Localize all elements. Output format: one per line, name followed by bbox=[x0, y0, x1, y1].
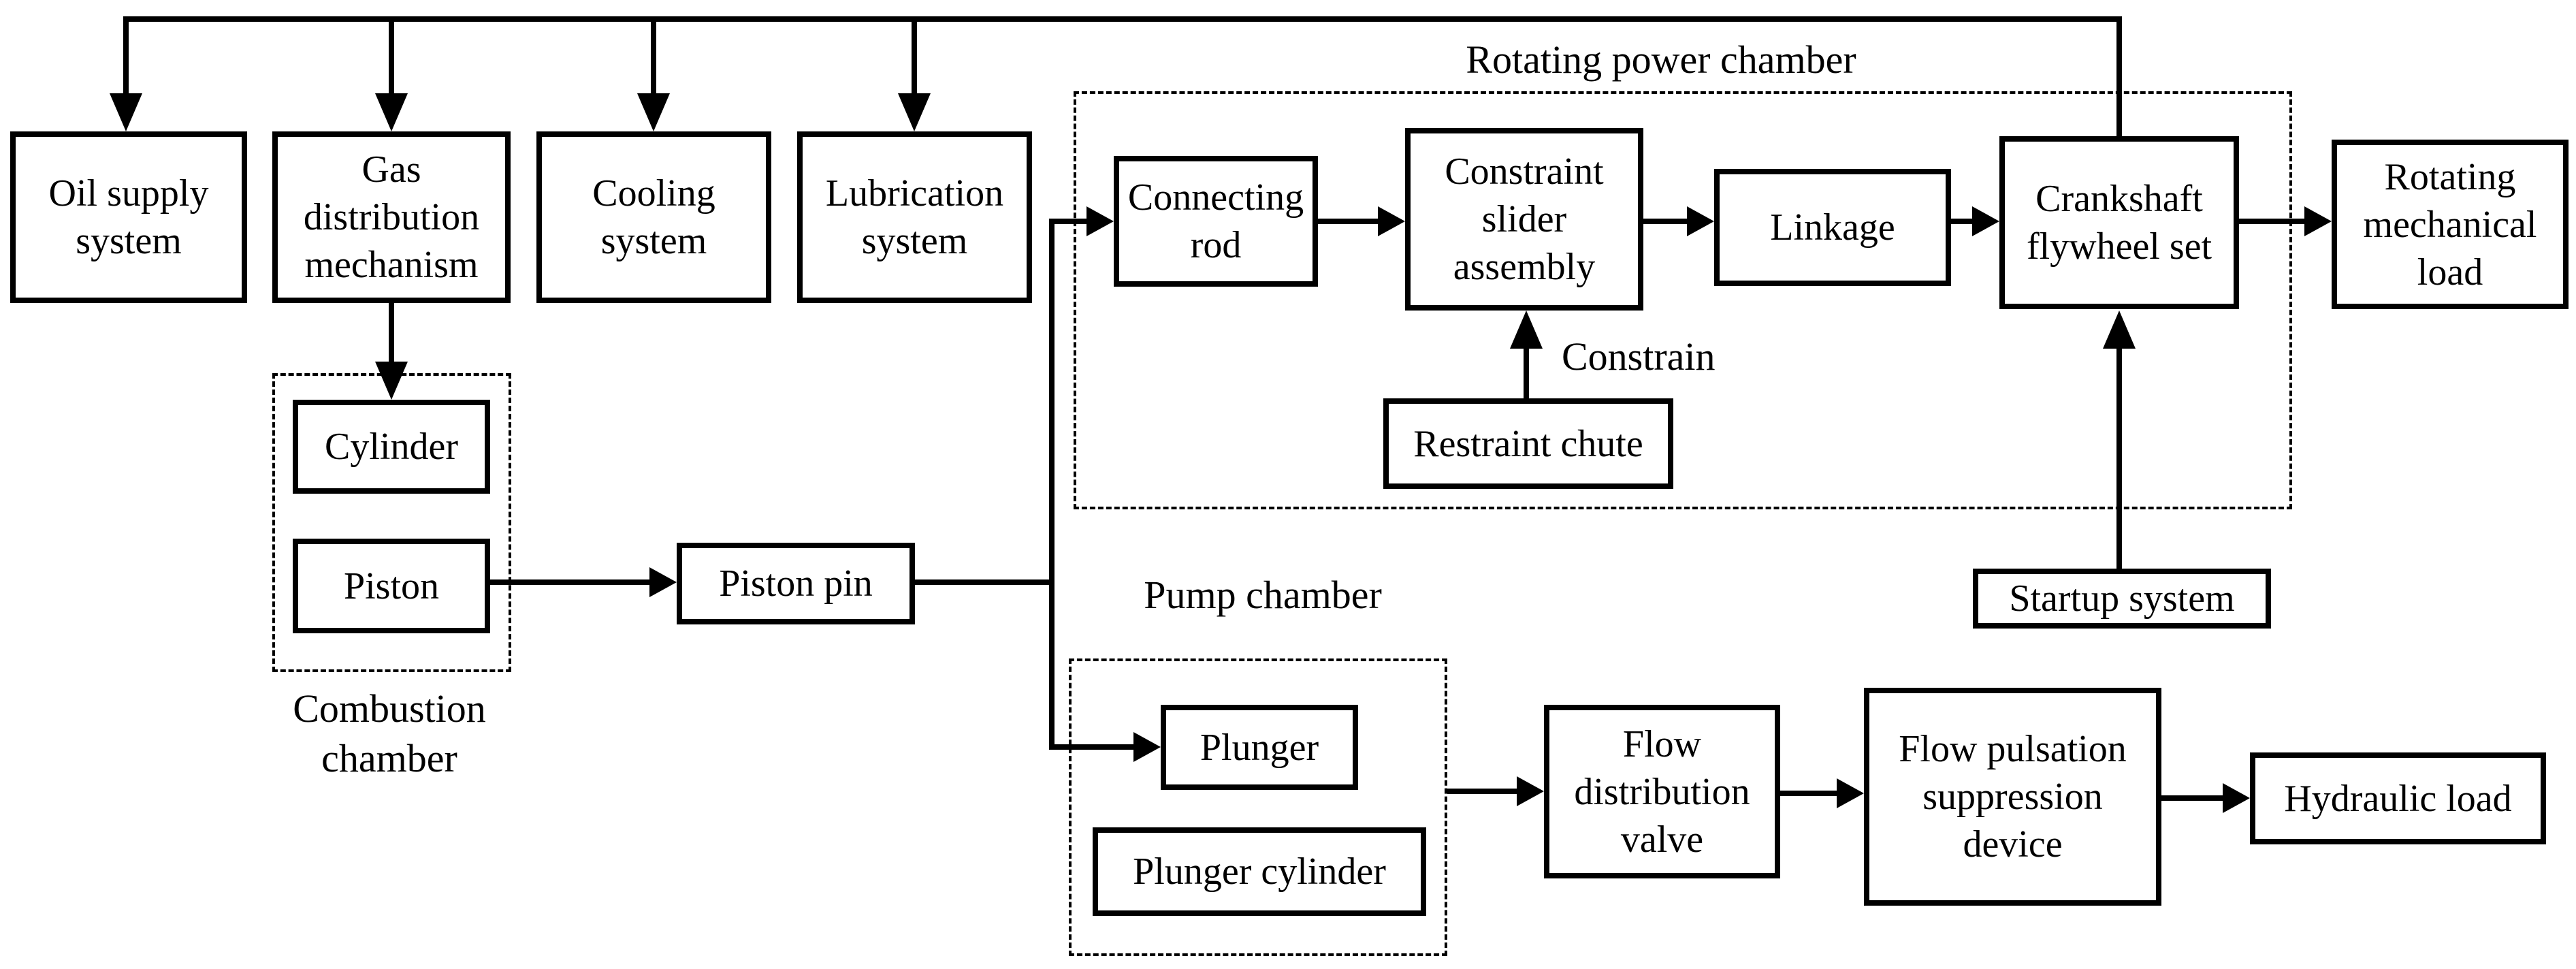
arrowhead-into-rotating-load bbox=[2304, 206, 2332, 236]
node-connecting-rod-label: Connecting rod bbox=[1127, 176, 1304, 266]
node-oil-supply-system-label: Oil supply system bbox=[48, 172, 209, 262]
arrowhead-into-cooling bbox=[637, 93, 670, 131]
edge-pump-to-valve-line bbox=[1447, 789, 1519, 794]
node-rotating-mechanical-load-label: Rotating mechanical load bbox=[2363, 155, 2537, 293]
node-restraint-chute: Restraint chute bbox=[1383, 398, 1673, 489]
node-linkage-label: Linkage bbox=[1770, 206, 1895, 249]
node-linkage: Linkage bbox=[1714, 169, 1951, 286]
edge-valve-to-pulsation-line bbox=[1780, 791, 1839, 796]
node-flow-distribution-valve-label: Flow distribution valve bbox=[1574, 722, 1750, 861]
arrowhead-into-cylinder bbox=[375, 362, 408, 400]
arrowhead-into-piston-pin bbox=[649, 567, 677, 597]
node-crankshaft-flywheel-set: Crankshaft flywheel set bbox=[1999, 136, 2239, 309]
node-lubrication-system: Lubrication system bbox=[797, 131, 1032, 303]
node-crankshaft-flywheel-set-label: Crankshaft flywheel set bbox=[2026, 178, 2212, 268]
arrowhead-into-flow-valve bbox=[1517, 776, 1544, 806]
node-startup-system: Startup system bbox=[1973, 569, 2271, 629]
node-plunger: Plunger bbox=[1161, 705, 1358, 790]
arrowhead-into-constraint-slider bbox=[1378, 206, 1405, 236]
node-hydraulic-load: Hydraulic load bbox=[2250, 752, 2546, 844]
edge-slider-to-linkage-line bbox=[1643, 219, 1687, 224]
node-gas-distribution-mechanism: Gas distribution mechanism bbox=[272, 131, 511, 303]
node-flow-distribution-valve: Flow distribution valve bbox=[1544, 705, 1780, 878]
arrowhead-into-oil-supply bbox=[110, 93, 142, 131]
label-constrain: Constrain bbox=[1562, 334, 1716, 379]
group-rotating-power-chamber bbox=[1074, 91, 2292, 509]
arrowhead-into-hydraulic-load bbox=[2223, 783, 2250, 813]
edge-feedback-drop-oil bbox=[123, 16, 129, 93]
arrowhead-into-flow-pulsation bbox=[1837, 778, 1864, 808]
node-cooling-system: Cooling system bbox=[536, 131, 771, 303]
node-startup-system-label: Startup system bbox=[2009, 577, 2235, 620]
edge-gas-to-cylinder-line bbox=[389, 303, 394, 362]
node-rotating-mechanical-load: Rotating mechanical load bbox=[2332, 140, 2569, 309]
edge-feedback-drop-lubrication bbox=[912, 16, 917, 93]
node-restraint-chute-label: Restraint chute bbox=[1413, 422, 1643, 465]
group-pump-chamber bbox=[1069, 658, 1447, 956]
label-rotating-power-chamber: Rotating power chamber bbox=[1466, 37, 1856, 82]
node-piston-label: Piston bbox=[343, 565, 440, 607]
node-plunger-label: Plunger bbox=[1200, 726, 1319, 769]
edge-crankshaft-to-feedback bbox=[2116, 16, 2122, 136]
arrowhead-into-crankshaft bbox=[1972, 206, 1999, 236]
node-gas-distribution-mechanism-label: Gas distribution mechanism bbox=[303, 148, 480, 286]
edge-startup-to-crankshaft-line bbox=[2116, 344, 2122, 569]
node-oil-supply-system: Oil supply system bbox=[10, 131, 247, 303]
node-cooling-system-label: Cooling system bbox=[592, 172, 715, 262]
node-lubrication-system-label: Lubrication system bbox=[825, 172, 1004, 262]
edge-junction-to-plunger-line bbox=[1049, 744, 1136, 750]
node-piston-pin: Piston pin bbox=[677, 543, 915, 624]
arrowhead-into-constraint-slider-bottom bbox=[1510, 311, 1543, 349]
node-piston-pin-label: Piston pin bbox=[719, 562, 873, 605]
edge-junction-to-connecting-rod-line bbox=[1049, 219, 1086, 224]
edge-feedback-top-line bbox=[123, 16, 2122, 22]
edge-piston-to-pistonpin-line bbox=[490, 579, 652, 585]
node-cylinder-label: Cylinder bbox=[325, 426, 458, 468]
node-connecting-rod: Connecting rod bbox=[1114, 156, 1318, 287]
arrowhead-into-gas-distribution bbox=[375, 93, 408, 131]
edge-pistonpin-to-junction-line bbox=[915, 579, 1054, 585]
node-plunger-cylinder: Plunger cylinder bbox=[1093, 827, 1426, 916]
arrowhead-into-linkage bbox=[1687, 206, 1714, 236]
edge-crankshaft-to-load-line bbox=[2239, 219, 2304, 224]
node-cylinder: Cylinder bbox=[293, 400, 490, 494]
label-pump-chamber: Pump chamber bbox=[1144, 573, 1382, 617]
arrowhead-into-crankshaft-bottom bbox=[2103, 311, 2136, 349]
node-flow-pulsation-suppression-device-label: Flow pulsation suppression device bbox=[1899, 728, 2127, 865]
edge-linkage-to-crankshaft-line bbox=[1951, 219, 1972, 224]
node-piston: Piston bbox=[293, 539, 490, 633]
label-combustion-chamber: Combustion chamber bbox=[293, 686, 486, 780]
edge-restraint-to-slider-line bbox=[1524, 344, 1529, 398]
edge-feedback-drop-gas bbox=[389, 16, 394, 93]
edge-connectingrod-to-slider-line bbox=[1318, 219, 1378, 224]
edge-junction-vertical-line bbox=[1049, 219, 1054, 750]
arrowhead-into-plunger bbox=[1133, 732, 1161, 762]
arrowhead-into-lubrication bbox=[898, 93, 931, 131]
edge-feedback-drop-cooling bbox=[651, 16, 656, 93]
arrowhead-into-connecting-rod bbox=[1086, 206, 1114, 236]
node-constraint-slider-assembly: Constraint slider assembly bbox=[1405, 128, 1643, 311]
edge-pulsation-to-hydraulic-line bbox=[2161, 795, 2225, 801]
node-hydraulic-load-label: Hydraulic load bbox=[2284, 777, 2512, 820]
node-constraint-slider-assembly-label: Constraint slider assembly bbox=[1445, 150, 1604, 288]
node-plunger-cylinder-label: Plunger cylinder bbox=[1133, 851, 1386, 893]
node-flow-pulsation-suppression-device: Flow pulsation suppression device bbox=[1864, 688, 2161, 906]
